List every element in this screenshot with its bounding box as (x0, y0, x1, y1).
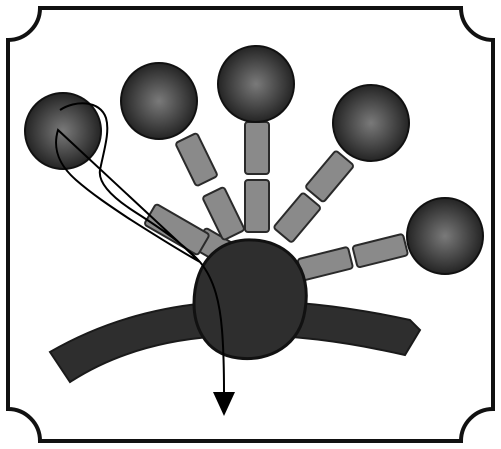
ball-joint-icon (333, 85, 409, 161)
arm-3-segment-inner (245, 180, 269, 232)
arm-3-segment-outer (245, 122, 269, 174)
central-body (194, 240, 306, 359)
ball-joint-icon (407, 198, 483, 274)
ball-joint-icon (218, 46, 294, 122)
ball-joint-icon (121, 63, 197, 139)
